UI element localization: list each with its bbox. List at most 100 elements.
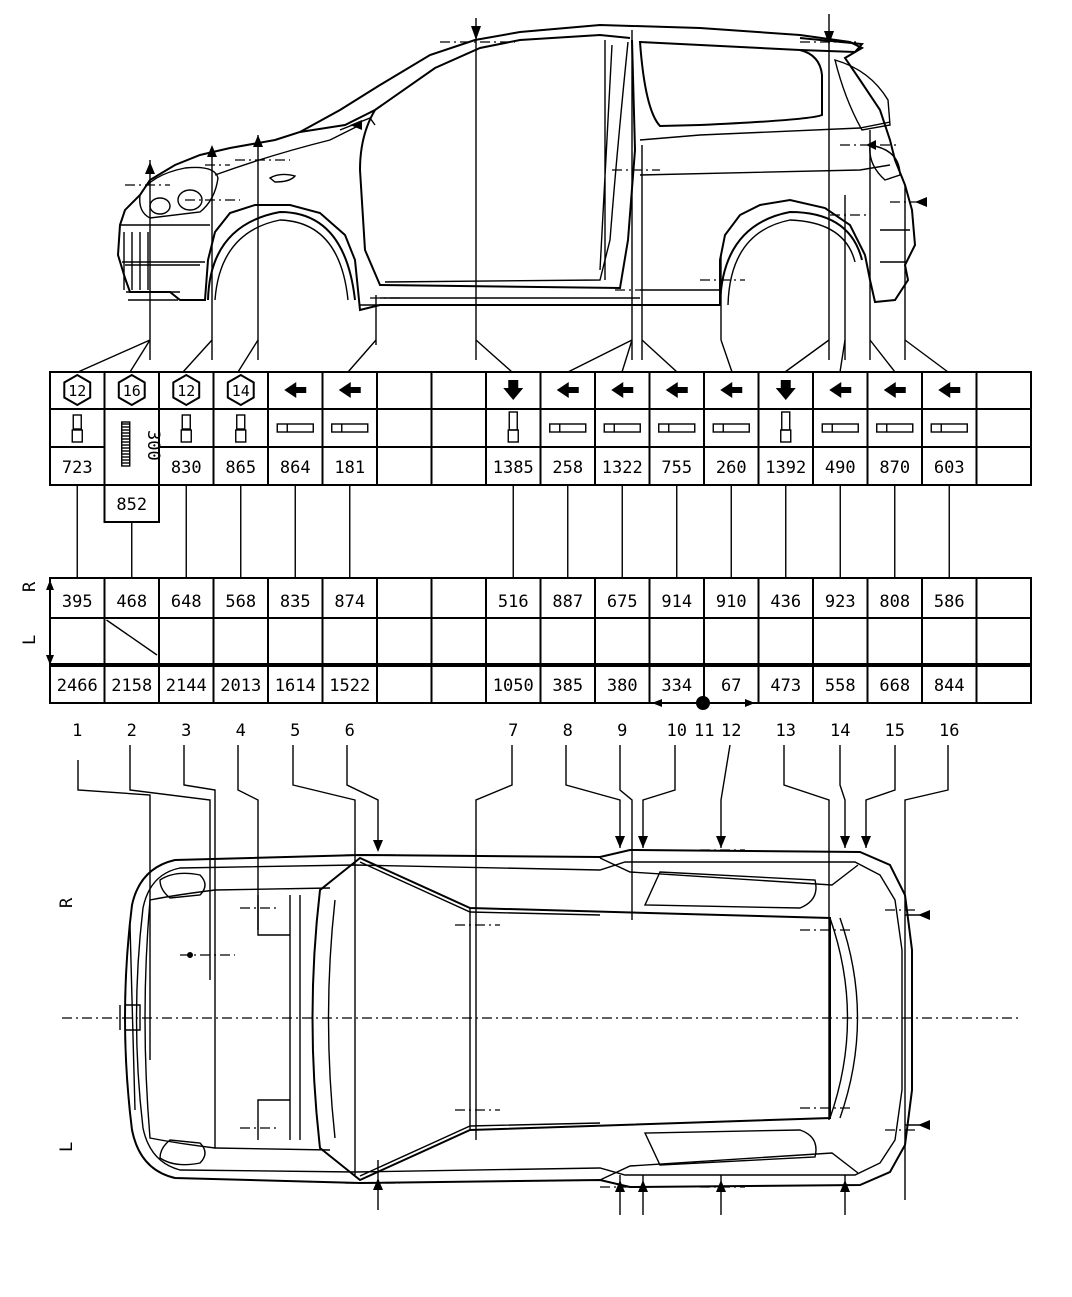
vertical-pin-icon	[508, 411, 518, 431]
position-number: 10	[667, 721, 687, 741]
vertical-value: 1392	[765, 458, 806, 478]
height-value: 675	[607, 592, 638, 612]
side-arrow-icon	[284, 382, 307, 398]
horizontal-pin-icon	[331, 423, 369, 433]
length-value: 473	[770, 676, 801, 696]
side-arrow-icon	[829, 382, 852, 398]
height-value: 910	[716, 592, 747, 612]
vertical-value: 603	[934, 458, 965, 478]
position-number: 14	[830, 721, 850, 741]
length-value: 334	[661, 676, 692, 696]
position-number: 16	[939, 721, 959, 741]
vertical-value: 723	[62, 458, 93, 478]
top-view-right-label: R	[57, 897, 77, 908]
length-value: 1614	[275, 676, 316, 696]
vertical-value: 258	[552, 458, 583, 478]
horizontal-pin-icon	[549, 423, 587, 433]
position-number: 15	[885, 721, 905, 741]
height-value: 586	[934, 592, 965, 612]
position-number: 2	[127, 721, 137, 741]
height-value: 887	[552, 592, 583, 612]
socket-size: 14	[232, 382, 250, 400]
position-number: 12	[721, 721, 741, 741]
vertical-pin-icon	[781, 411, 791, 431]
horizontal-pin-icon	[930, 423, 968, 433]
vertical-value: 755	[661, 458, 692, 478]
position-number: 3	[181, 721, 191, 741]
datum-point-label: 11	[694, 721, 714, 741]
position-number: 7	[508, 721, 518, 741]
top-view-left-label: L	[57, 1142, 77, 1152]
length-value: 2144	[166, 676, 207, 696]
adapter-extra-value: 852	[116, 495, 147, 515]
position-number: 1	[72, 721, 82, 741]
height-value: 835	[280, 592, 311, 612]
position-number: 5	[290, 721, 300, 741]
height-value: 568	[225, 592, 256, 612]
top-view-measure-points	[77, 744, 949, 1215]
height-value: 516	[498, 592, 529, 612]
vertical-value: 181	[334, 458, 365, 478]
down-arrow-icon	[775, 380, 796, 400]
height-right-label: R	[20, 581, 40, 592]
horizontal-pin-icon	[276, 423, 314, 433]
side-arrow-icon	[938, 382, 961, 398]
vertical-value: 260	[716, 458, 747, 478]
side-arrow-icon	[611, 382, 634, 398]
side-arrow-icon	[883, 382, 906, 398]
socket-size: 16	[123, 382, 141, 400]
horizontal-pin-icon	[821, 423, 859, 433]
vertical-value: 1322	[602, 458, 643, 478]
height-value: 648	[171, 592, 202, 612]
vertical-pin-icon	[181, 414, 191, 430]
horizontal-pin-icon	[876, 423, 914, 433]
vertical-value: 865	[225, 458, 256, 478]
height-value: 874	[334, 592, 365, 612]
length-value: 67	[721, 676, 741, 696]
position-number: 4	[236, 721, 246, 741]
vertical-value: 870	[879, 458, 910, 478]
horizontal-pin-icon	[658, 423, 696, 433]
length-value: 1522	[329, 676, 370, 696]
height-value: 395	[62, 592, 93, 612]
side-arrow-icon	[556, 382, 579, 398]
length-value: 385	[552, 676, 583, 696]
down-arrow-icon	[503, 380, 524, 400]
side-arrow-icon	[338, 382, 361, 398]
position-number: 6	[345, 721, 355, 741]
hex-socket-icon	[63, 373, 92, 407]
length-value: 558	[825, 676, 856, 696]
vertical-pin-icon	[72, 414, 82, 430]
length-value: 668	[879, 676, 910, 696]
vertical-value: 490	[825, 458, 856, 478]
socket-size: 12	[177, 382, 195, 400]
height-value: 923	[825, 592, 856, 612]
adapter-length: 300	[143, 430, 163, 461]
side-arrow-icon	[720, 382, 743, 398]
side-view-measure-points	[77, 14, 949, 373]
length-value: 2013	[220, 676, 261, 696]
adapter-icon	[121, 421, 131, 467]
height-value: 914	[661, 592, 692, 612]
dimension-tables: 3952466468215864821445682013835161487415…	[49, 577, 1032, 704]
hex-socket-icon	[172, 373, 201, 407]
car-top-view	[62, 848, 1020, 1189]
position-number: 8	[563, 721, 573, 741]
hex-socket-icon	[117, 373, 146, 407]
side-arrow-icon	[665, 382, 688, 398]
height-value: 468	[116, 592, 147, 612]
vertical-value: 864	[280, 458, 311, 478]
length-value: 844	[934, 676, 965, 696]
height-left-label: L	[20, 635, 40, 645]
car-side-view	[116, 23, 917, 312]
horizontal-pin-icon	[603, 423, 641, 433]
hex-socket-icon	[226, 373, 255, 407]
height-value: 808	[879, 592, 910, 612]
vertical-value: 830	[171, 458, 202, 478]
position-number: 9	[617, 721, 627, 741]
vertical-pin-icon	[236, 414, 246, 430]
position-number: 13	[776, 721, 796, 741]
datum-point-dot	[696, 696, 710, 710]
